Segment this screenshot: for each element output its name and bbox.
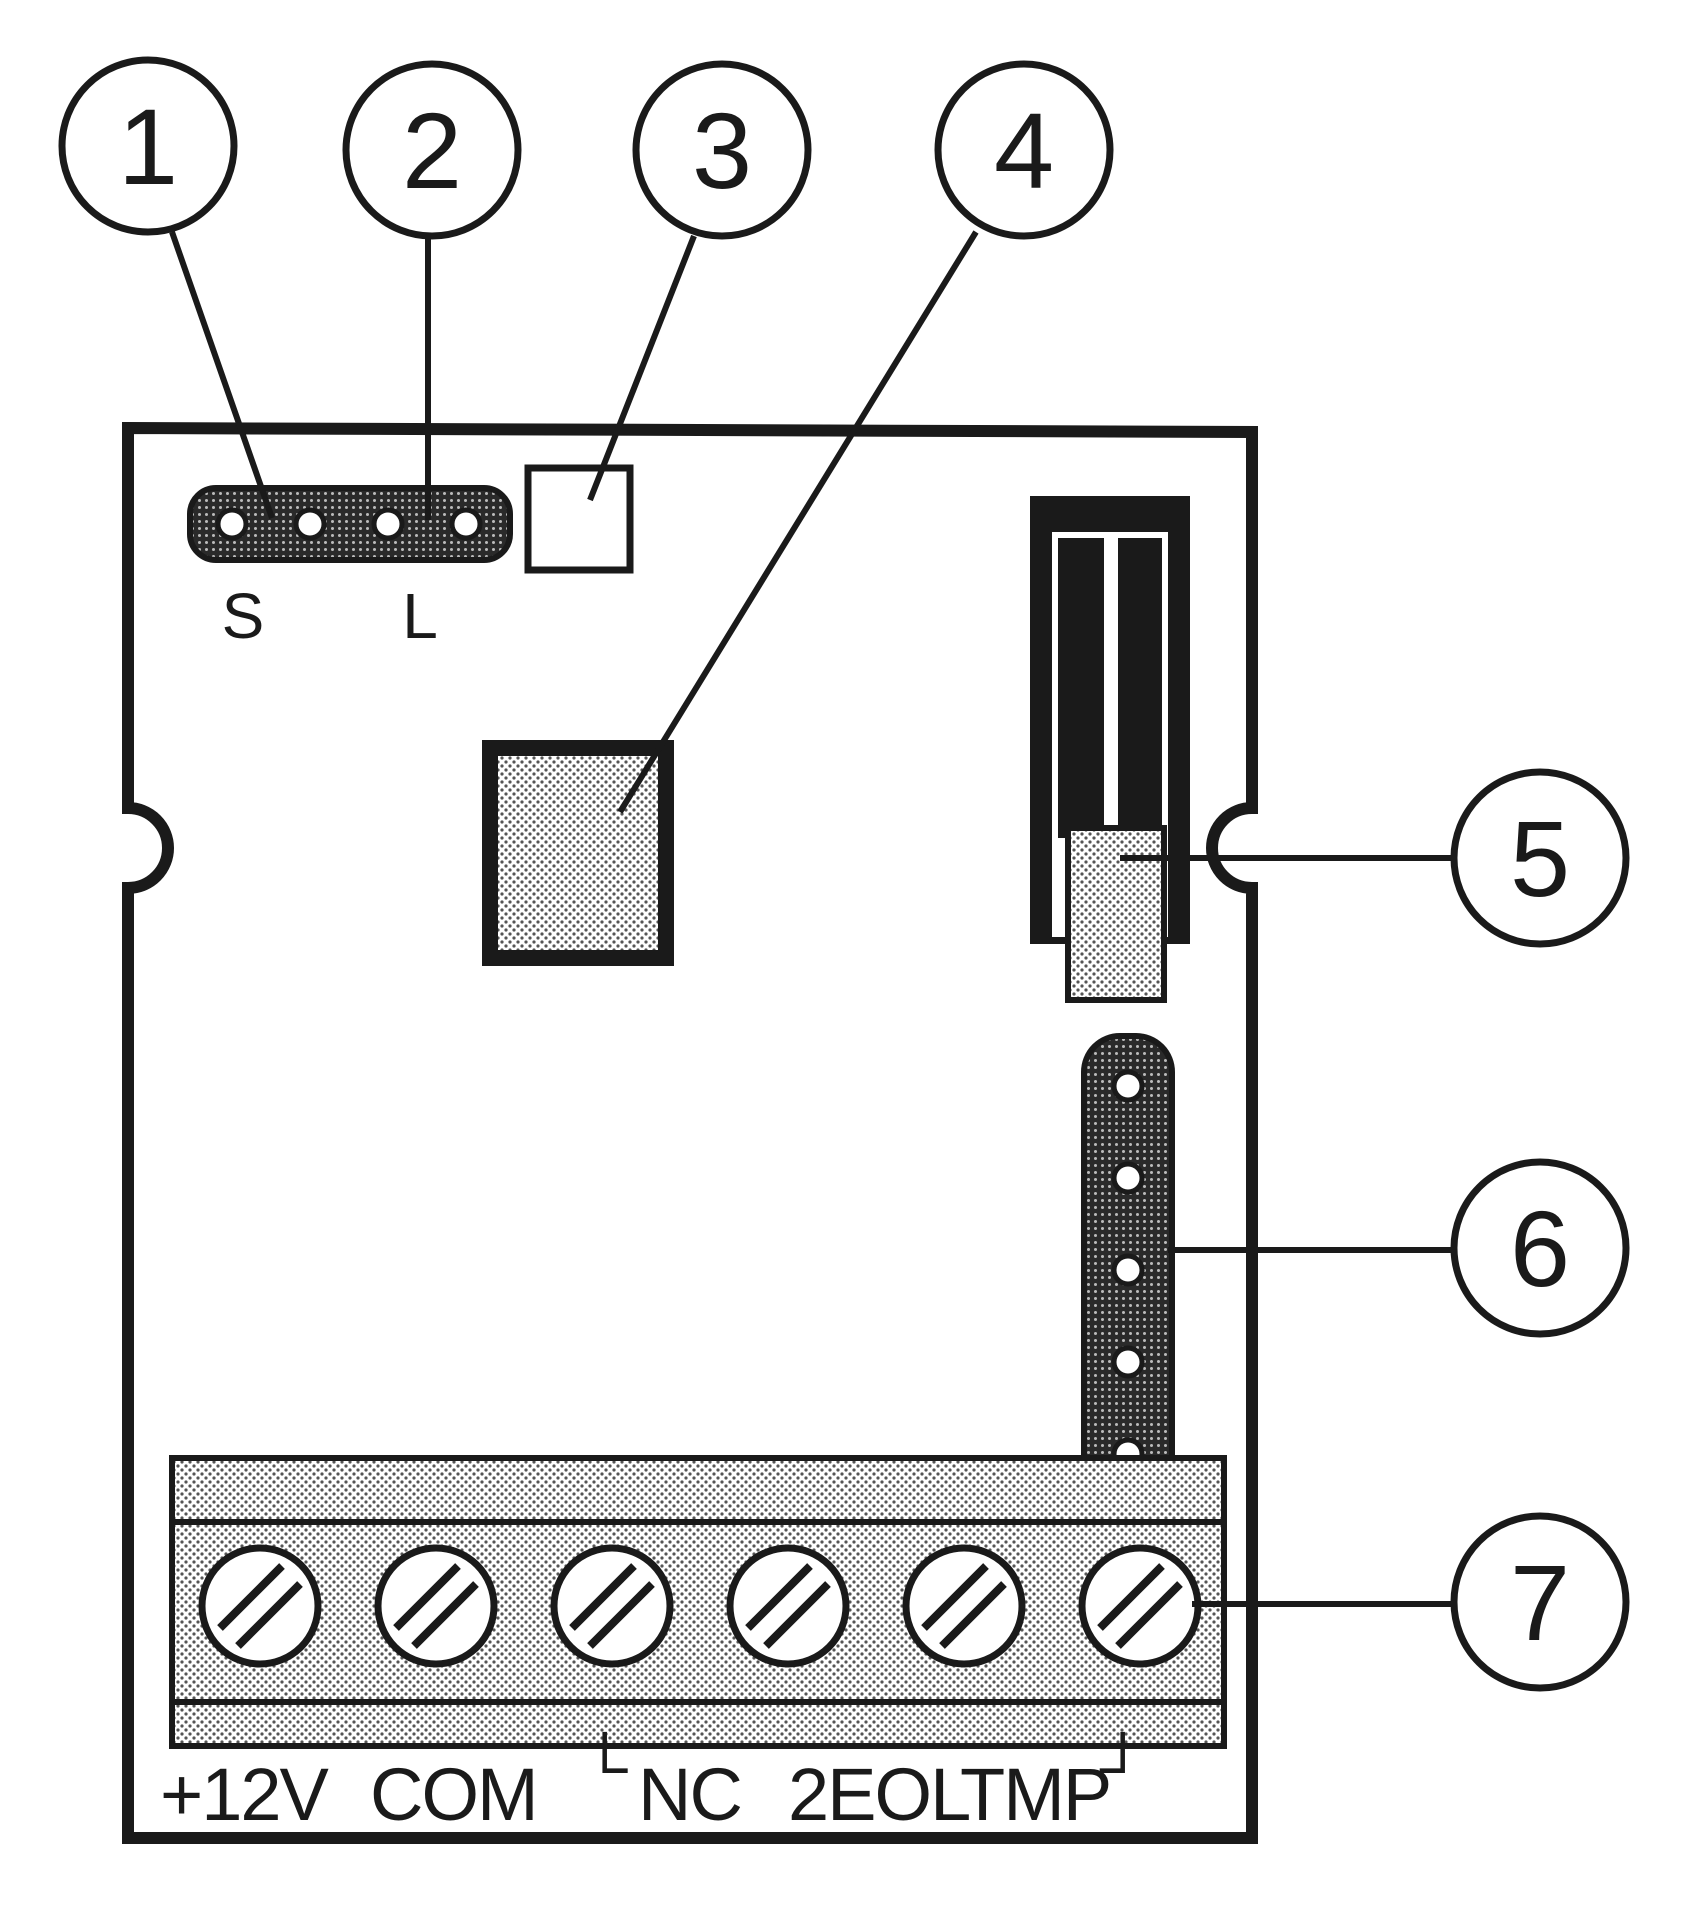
callout-4: 4 [934, 60, 1114, 240]
terminal-label-com: COM [370, 1753, 537, 1836]
callout-2: 2 [342, 60, 522, 240]
terminal-label-2eol: 2EOL [788, 1753, 969, 1836]
callout-number-4: 4 [994, 90, 1054, 211]
callout-6: 6 [1450, 1158, 1630, 1338]
callout-1: 1 [58, 56, 238, 236]
pin-header-pin [1111, 1253, 1145, 1287]
leader-lines [169, 230, 1452, 1607]
terminal-screw [374, 1544, 498, 1668]
jumper-label-l: L [402, 580, 438, 652]
pin-header-pin [1111, 1161, 1145, 1195]
jumper-block [187, 485, 513, 563]
leader-line-3 [587, 234, 697, 502]
terminal-bracket-nc: └ [582, 1731, 628, 1804]
callout-3: 3 [632, 60, 812, 240]
callout-number-7: 7 [1510, 1542, 1570, 1663]
callout-number-3: 3 [692, 90, 752, 211]
terminal-label-plus12v: +12V [160, 1753, 330, 1836]
terminal-screw [550, 1544, 674, 1668]
pin-header-pin [1111, 1345, 1145, 1379]
terminal-label-nc: NC [638, 1753, 741, 1836]
terminal-screw [1078, 1544, 1202, 1668]
callout-number-1: 1 [118, 86, 178, 207]
leader-line-4 [617, 230, 979, 814]
callout-7: 7 [1450, 1512, 1630, 1692]
tamper-switch [1030, 496, 1190, 1003]
terminal-screw [198, 1544, 322, 1668]
jumper-label-s: S [222, 580, 265, 652]
terminal-bracket-tmp: ┘ [1099, 1731, 1145, 1804]
callout-number-2: 2 [402, 90, 462, 211]
terminal-block [169, 1455, 1227, 1749]
led-indicator [524, 464, 634, 574]
callout-5: 5 [1450, 768, 1630, 948]
callout-number-6: 6 [1510, 1188, 1570, 1309]
pin-header [1081, 1033, 1175, 1507]
terminal-screw [726, 1544, 850, 1668]
callout-number-5: 5 [1510, 798, 1570, 919]
terminal-screw [902, 1544, 1026, 1668]
terminal-label-tmp: TMP [960, 1753, 1110, 1836]
pin-header-pin [1111, 1069, 1145, 1103]
leader-line-1 [169, 231, 275, 519]
